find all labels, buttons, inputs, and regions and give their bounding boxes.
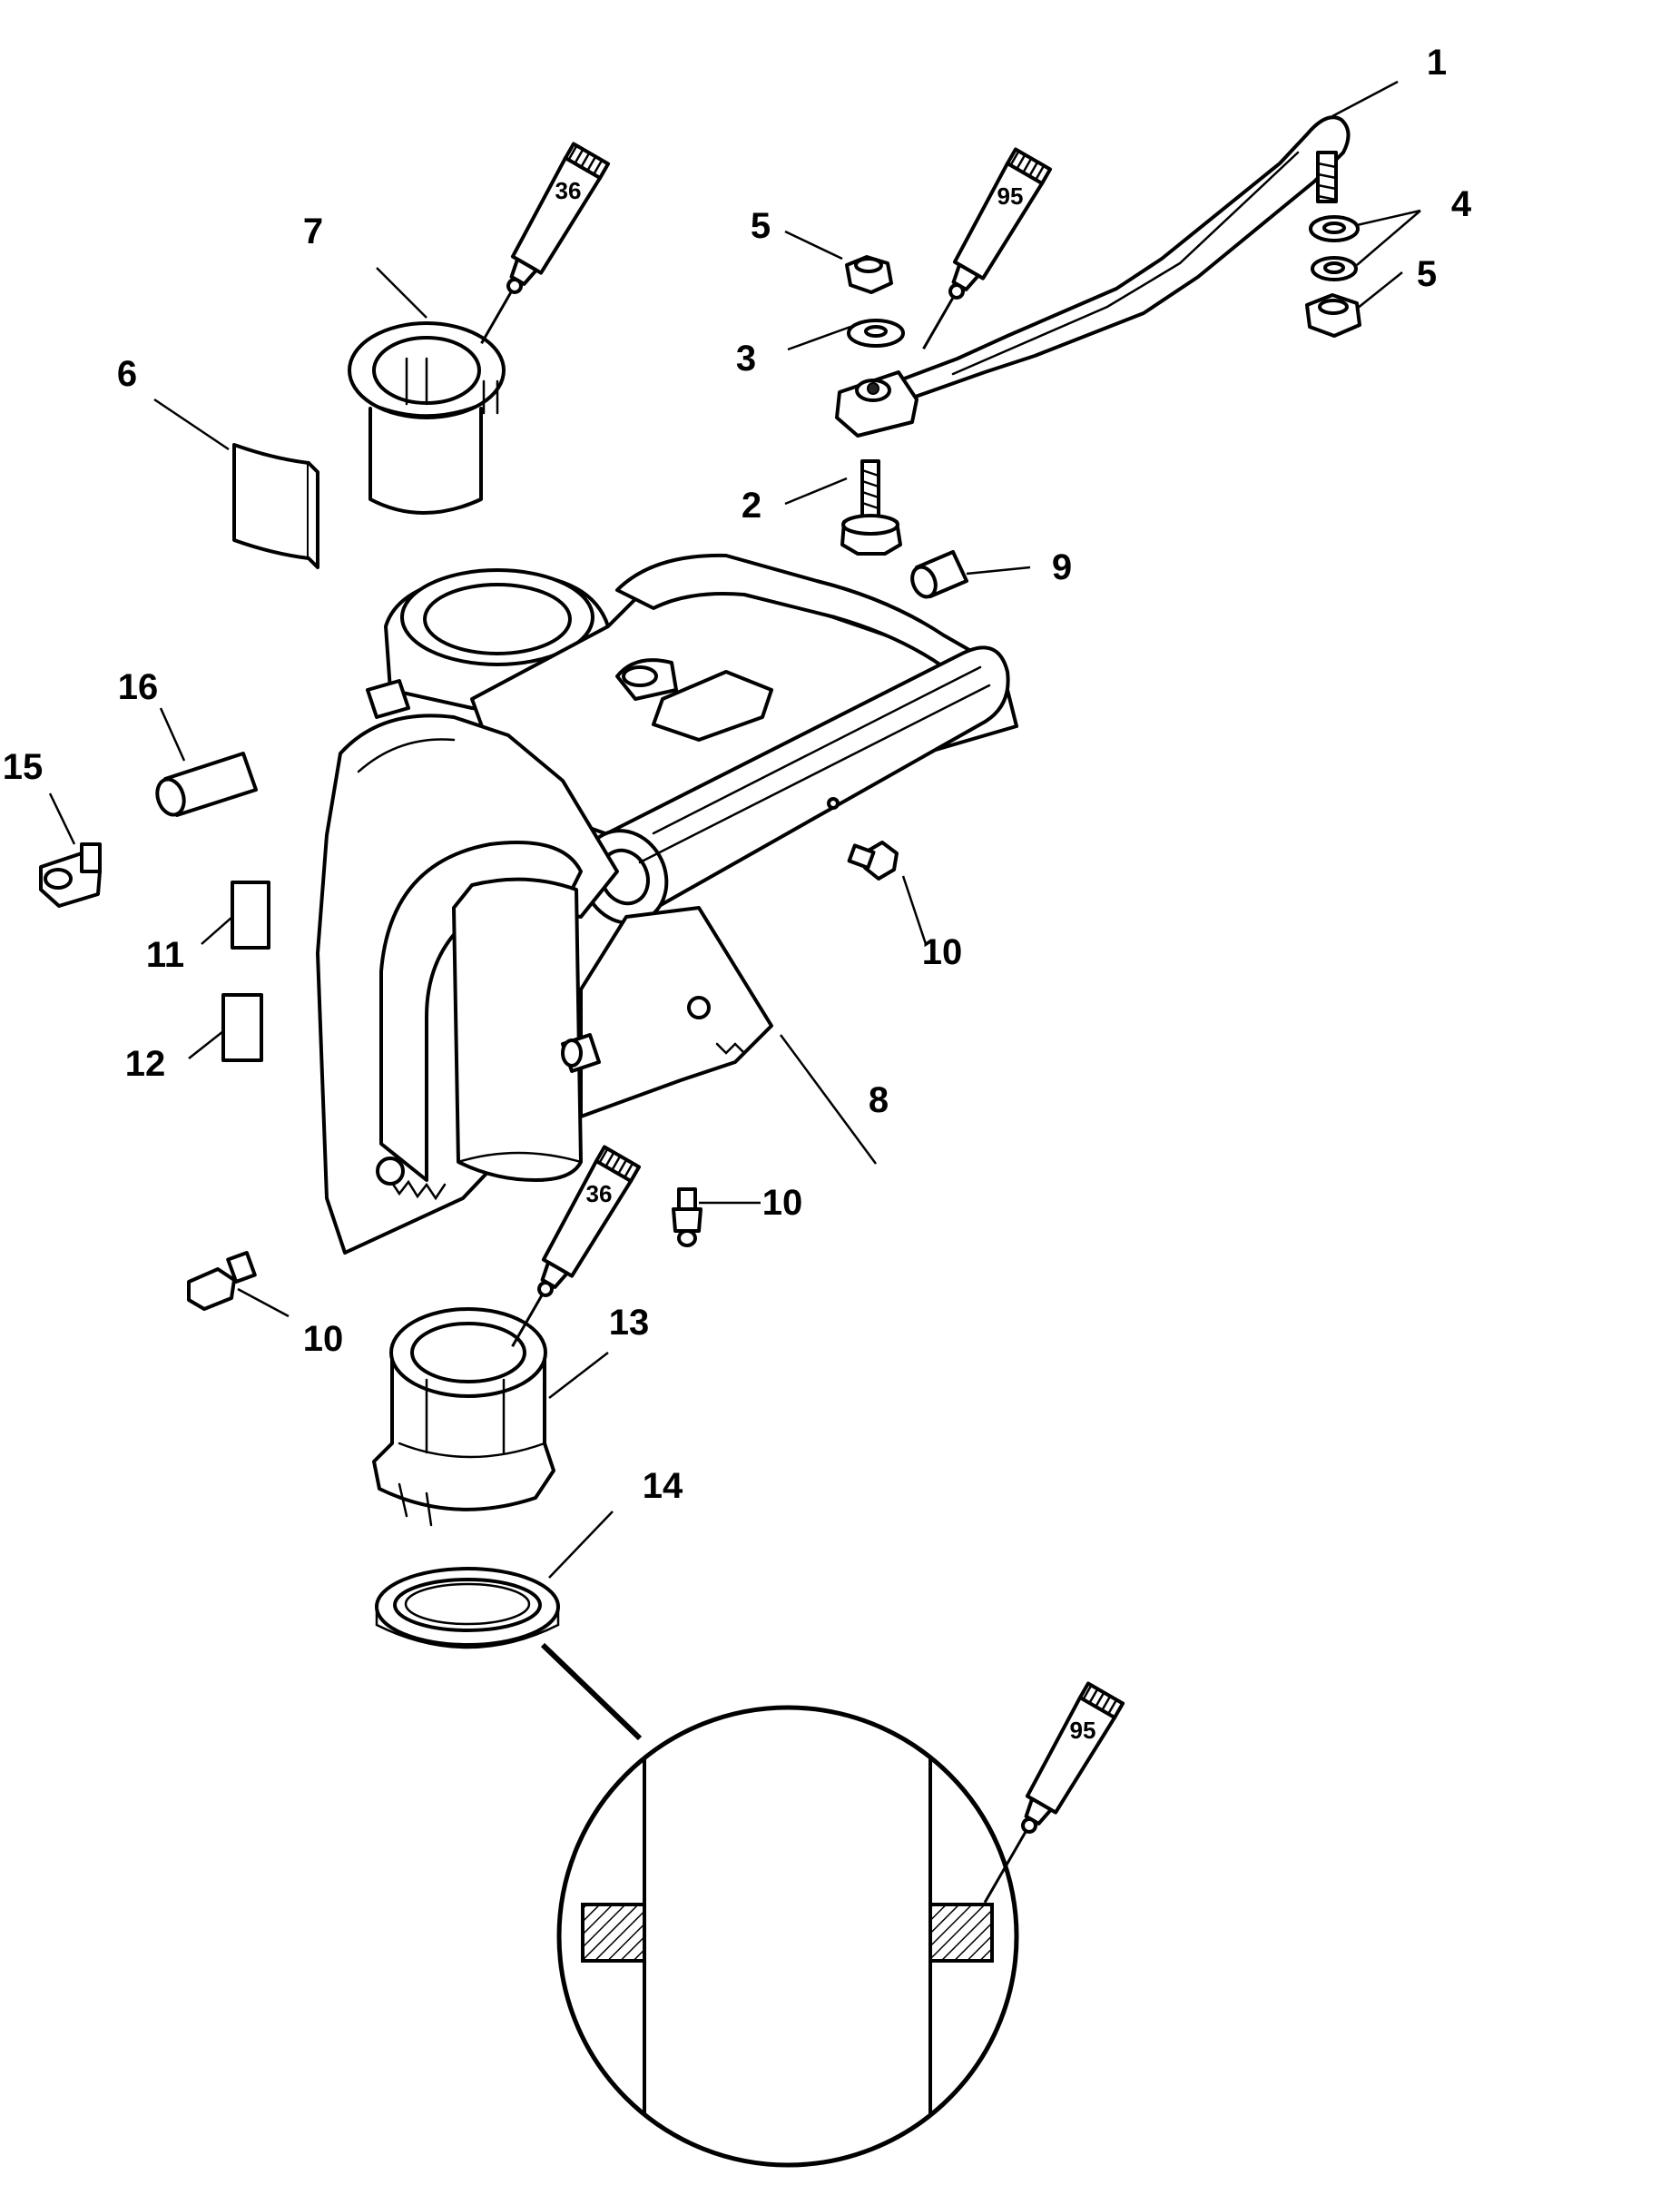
swivel-bracket-part-8 bbox=[316, 553, 1018, 1255]
detail-leader-line bbox=[540, 1642, 643, 1741]
callout-1: 1 bbox=[1427, 43, 1447, 83]
washers-part-4 bbox=[1309, 215, 1360, 281]
grease-fitting-part-10-lower bbox=[187, 1251, 257, 1311]
pad-part-6 bbox=[232, 443, 319, 569]
tube-label: 95 bbox=[1070, 1717, 1096, 1744]
upper-bushing-part-7 bbox=[348, 321, 506, 515]
spacer-part-16 bbox=[155, 752, 258, 817]
callout-10-lower: 10 bbox=[303, 1319, 344, 1359]
tube-label: 36 bbox=[555, 177, 582, 204]
callout-6: 6 bbox=[117, 354, 137, 394]
seal-detail-view bbox=[556, 1705, 1019, 2168]
seal-part-14 bbox=[375, 1567, 560, 1649]
lubricant-tube-36-lower: 36 bbox=[511, 1145, 642, 1347]
callout-11: 11 bbox=[146, 935, 184, 975]
lubricant-tube-36-upper: 36 bbox=[480, 142, 611, 344]
callout-5-right: 5 bbox=[1417, 254, 1437, 294]
callout-14: 14 bbox=[643, 1466, 683, 1506]
pad-part-11 bbox=[231, 881, 270, 950]
callout-5-left: 5 bbox=[751, 206, 771, 246]
grease-fitting-part-10-middle bbox=[672, 1187, 702, 1247]
steering-link-rod bbox=[835, 115, 1351, 438]
callout-3: 3 bbox=[736, 339, 756, 379]
tube-label: 36 bbox=[586, 1180, 613, 1207]
callout-9: 9 bbox=[1052, 547, 1072, 587]
lower-bushing-part-13 bbox=[372, 1307, 555, 1527]
lubricant-tube-95-detail: 95 bbox=[983, 1681, 1125, 1904]
callout-7: 7 bbox=[303, 212, 323, 251]
callout-16: 16 bbox=[118, 667, 159, 707]
callout-15: 15 bbox=[3, 747, 44, 787]
grease-fitting-part-10-upper bbox=[847, 841, 899, 881]
leader-lines bbox=[48, 80, 1421, 1579]
callout-10-upper: 10 bbox=[922, 932, 963, 972]
callout-8: 8 bbox=[869, 1080, 889, 1120]
bushing-part-9 bbox=[910, 550, 968, 599]
callout-numbers: 1 2 3 4 5 5 6 7 8 9 10 10 10 11 12 13 14… bbox=[3, 43, 1472, 1506]
tube-label: 95 bbox=[997, 182, 1024, 210]
callout-2: 2 bbox=[742, 486, 761, 526]
fitting-part-15 bbox=[39, 842, 102, 908]
locknut-part-5-left bbox=[845, 255, 893, 294]
callout-12: 12 bbox=[125, 1044, 166, 1084]
pad-part-12 bbox=[221, 993, 263, 1062]
lubricant-tube-95-upper: 95 bbox=[922, 147, 1053, 349]
callout-10-middle: 10 bbox=[762, 1183, 803, 1223]
callout-13: 13 bbox=[609, 1303, 650, 1343]
washer-part-3 bbox=[847, 319, 905, 348]
callout-4: 4 bbox=[1451, 184, 1472, 224]
screw-part-2 bbox=[840, 459, 902, 556]
locknut-part-5-right bbox=[1305, 293, 1361, 338]
